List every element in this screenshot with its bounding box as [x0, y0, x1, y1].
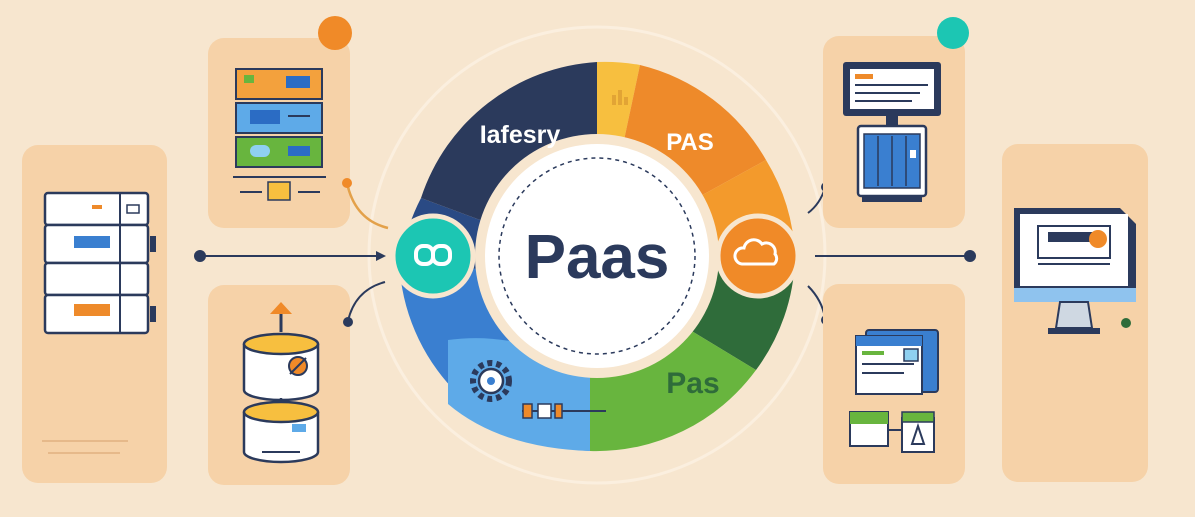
arrow-head [376, 251, 386, 261]
server-rack-icon [43, 191, 156, 335]
connector-dot [342, 178, 352, 188]
hub-label: Paas [525, 223, 670, 292]
connector-dot [194, 250, 206, 262]
ring-segment-pas-bottom [590, 330, 756, 452]
desktop-computer-icon [1014, 208, 1136, 334]
connector-windows-to-hub [345, 182, 389, 230]
monitor-icon [843, 62, 941, 202]
accent-dot [318, 16, 352, 50]
ring-segment-iafesry [421, 62, 597, 226]
segment-label-pas-bottom: Pas [666, 367, 719, 400]
hub-dashed-ring [498, 157, 696, 355]
connector-dot [964, 250, 976, 262]
cloud-icon [733, 238, 779, 266]
browser-window-icon [849, 329, 939, 453]
segment-label-iafesry: Iafesry [480, 121, 561, 149]
ring-segment-pas-top [623, 65, 766, 198]
database-cylinder-icon [242, 302, 320, 464]
connector-database-to-hub [347, 281, 386, 322]
accent-dot [937, 17, 969, 49]
mini-bar-chart-icon [612, 90, 628, 105]
hub-disc [485, 144, 709, 368]
segment-label-pas-top: PAS [666, 129, 714, 156]
stacked-windows-icon [233, 68, 326, 201]
slider-icon [522, 403, 606, 419]
gear-icon [470, 360, 512, 402]
ring-segments [399, 61, 795, 452]
connector-dot [343, 317, 353, 327]
chain-link-icon [414, 244, 452, 266]
right-node [715, 213, 801, 299]
